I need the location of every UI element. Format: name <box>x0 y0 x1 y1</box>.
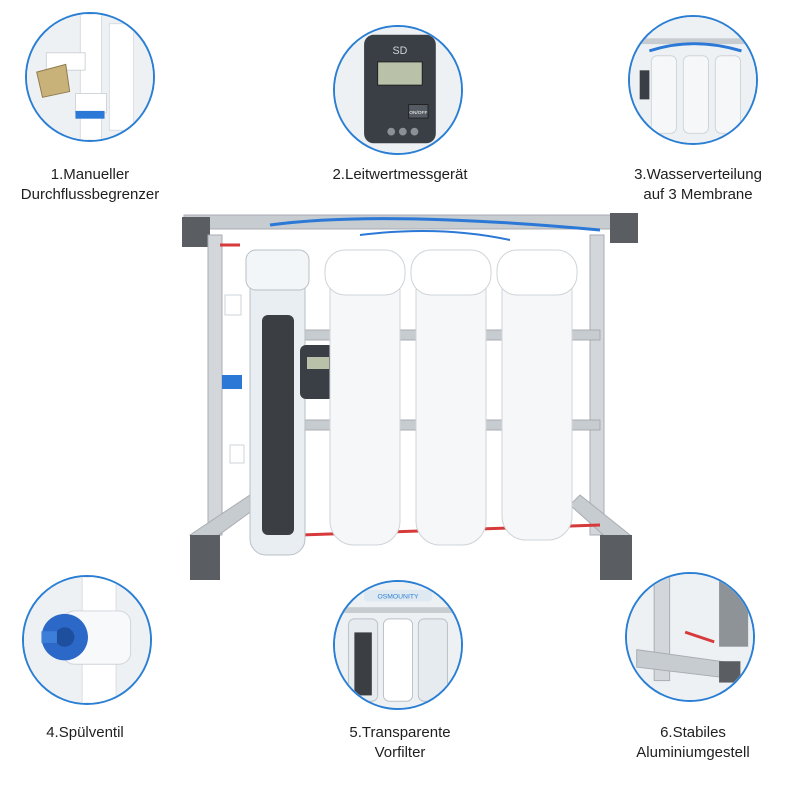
caption-conductivity-meter: 2.Leitwertmessgerät <box>332 166 468 183</box>
detail-flush-valve <box>22 575 152 705</box>
detail-conductivity-meter: SD ON/OFF <box>333 25 463 155</box>
caption-aluminium-frame: 6.Stabiles Aluminiumgestell <box>636 724 750 761</box>
detail-water-distribution <box>628 15 758 145</box>
caption-transparent-prefilter: 5.Transparente Vorfilter <box>349 724 451 761</box>
brand-label: OSMOUNITY <box>378 593 419 600</box>
caption-water-distribution: 3.Wasserverteilung auf 3 Membrane <box>634 166 762 203</box>
ro-system-photo <box>182 213 638 580</box>
meter-button-label: ON/OFF <box>409 110 427 116</box>
caption-flush-valve: 4.Spülventil <box>46 724 124 741</box>
detail-aluminium-frame <box>625 572 755 702</box>
detail-flow-restrictor <box>25 12 155 142</box>
caption-flow-restrictor: 1.Manueller Durchflussbegrenzer <box>20 166 160 203</box>
detail-transparent-prefilter: OSMOUNITY <box>333 580 463 710</box>
meter-brand-label: SD <box>393 45 408 57</box>
